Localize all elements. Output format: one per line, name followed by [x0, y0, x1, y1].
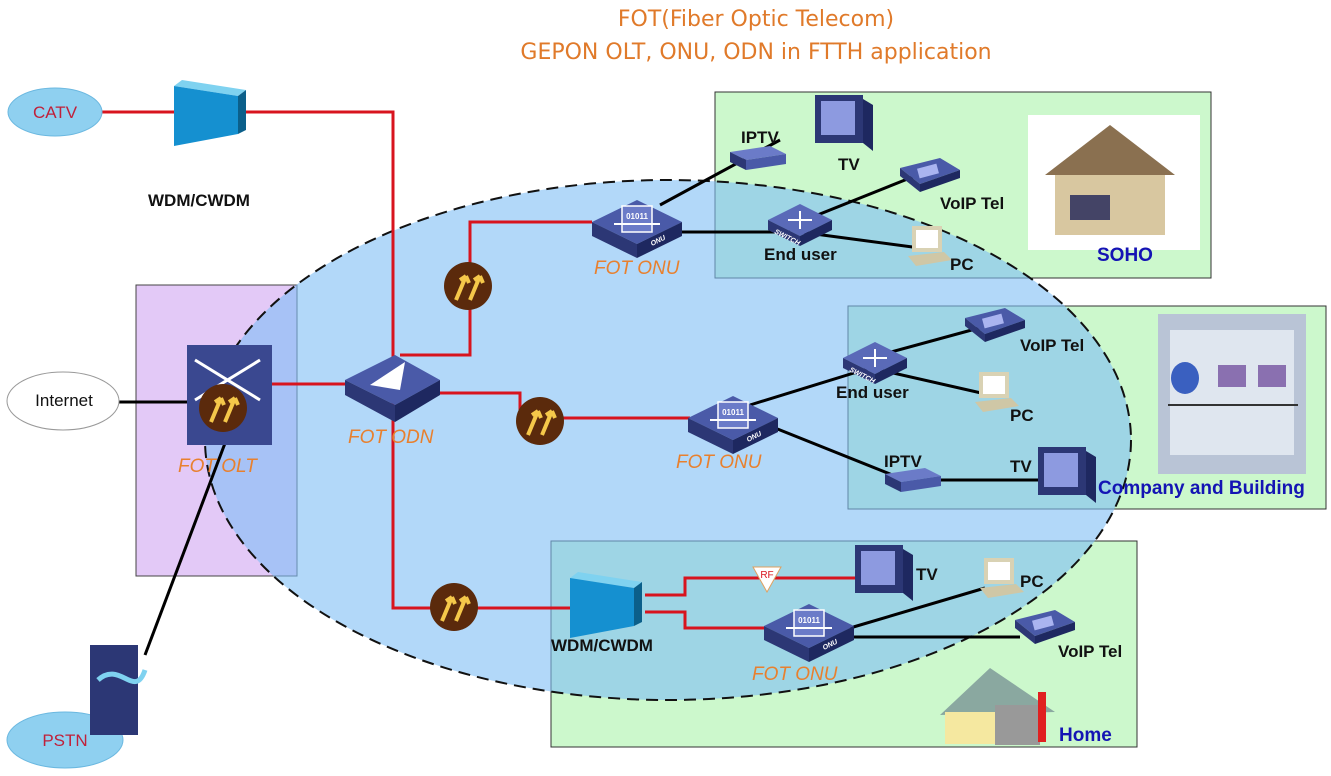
internet-cloud: Internet: [6, 371, 120, 431]
title-line2: GEPON OLT, ONU, ODN in FTTH application: [520, 40, 991, 65]
company-tv-label: TV: [1010, 457, 1032, 476]
splitter-home-icon: [428, 581, 480, 633]
pstn-link: [143, 429, 232, 656]
splitter-company-icon: [514, 395, 566, 447]
fiber-company: [440, 391, 690, 420]
svg-text:PSTN: PSTN: [42, 731, 87, 750]
soho-onu-code: 01011: [626, 212, 648, 221]
wdm-top-label: WDM/CWDM: [148, 191, 250, 210]
home-zone-label: Home: [1059, 725, 1112, 746]
company-tv-icon: [1038, 447, 1096, 503]
catv-cloud: CATV: [7, 87, 103, 137]
home-voip-label: VoIP Tel: [1058, 642, 1122, 661]
soho-house-icon: [1028, 115, 1200, 250]
home-tv-icon: [855, 545, 913, 601]
home-house-icon: [940, 668, 1055, 745]
rf-icon: RF: [752, 566, 782, 594]
company-links: [749, 323, 1045, 482]
soho-tv-label: TV: [838, 155, 860, 174]
catv-fiber: [100, 110, 395, 385]
odn-icon: [345, 355, 440, 422]
splitter-soho-icon: [442, 260, 494, 312]
soho-enduser-label: End user: [764, 245, 837, 264]
soho-voip-label: VoIP Tel: [940, 194, 1004, 213]
wdm-top-icon: [174, 80, 246, 146]
company-iptv-label: IPTV: [884, 452, 922, 471]
company-enduser-label: End user: [836, 383, 909, 402]
odn-label: FOT ODN: [348, 427, 434, 448]
soho-zone-label: SOHO: [1097, 245, 1153, 266]
home-pc-label: PC: [1020, 572, 1044, 591]
svg-text:RF: RF: [760, 570, 773, 581]
company-building-icon: [1158, 314, 1306, 474]
fiber-home: [391, 400, 572, 610]
svg-text:CATV: CATV: [33, 103, 78, 122]
company-pc-label: PC: [1010, 406, 1034, 425]
company-zone-label: Company and Building: [1098, 478, 1305, 499]
soho-iptv-label: IPTV: [741, 128, 779, 147]
title-line1: FOT(Fiber Optic Telecom): [618, 7, 894, 32]
soho-links: [659, 138, 931, 250]
olt-label: FOT OLT: [178, 456, 258, 477]
pstn-switch-icon: [90, 645, 148, 735]
home-tv-label: TV: [916, 565, 938, 584]
soho-tv-icon: [815, 95, 873, 151]
home-onu-label: FOT ONU: [752, 664, 838, 685]
home-wdm-label: WDM/CWDM: [551, 636, 653, 655]
home-onu-code: 01011: [798, 616, 820, 625]
company-onu-label: FOT ONU: [676, 452, 762, 473]
company-onu-code: 01011: [722, 408, 744, 417]
soho-pc-label: PC: [950, 255, 974, 274]
company-voip-label: VoIP Tel: [1020, 336, 1084, 355]
home-links: [849, 586, 1020, 639]
olt-splitter-icon: [197, 382, 249, 434]
svg-text:Internet: Internet: [35, 391, 93, 410]
soho-onu-label: FOT ONU: [594, 258, 680, 279]
